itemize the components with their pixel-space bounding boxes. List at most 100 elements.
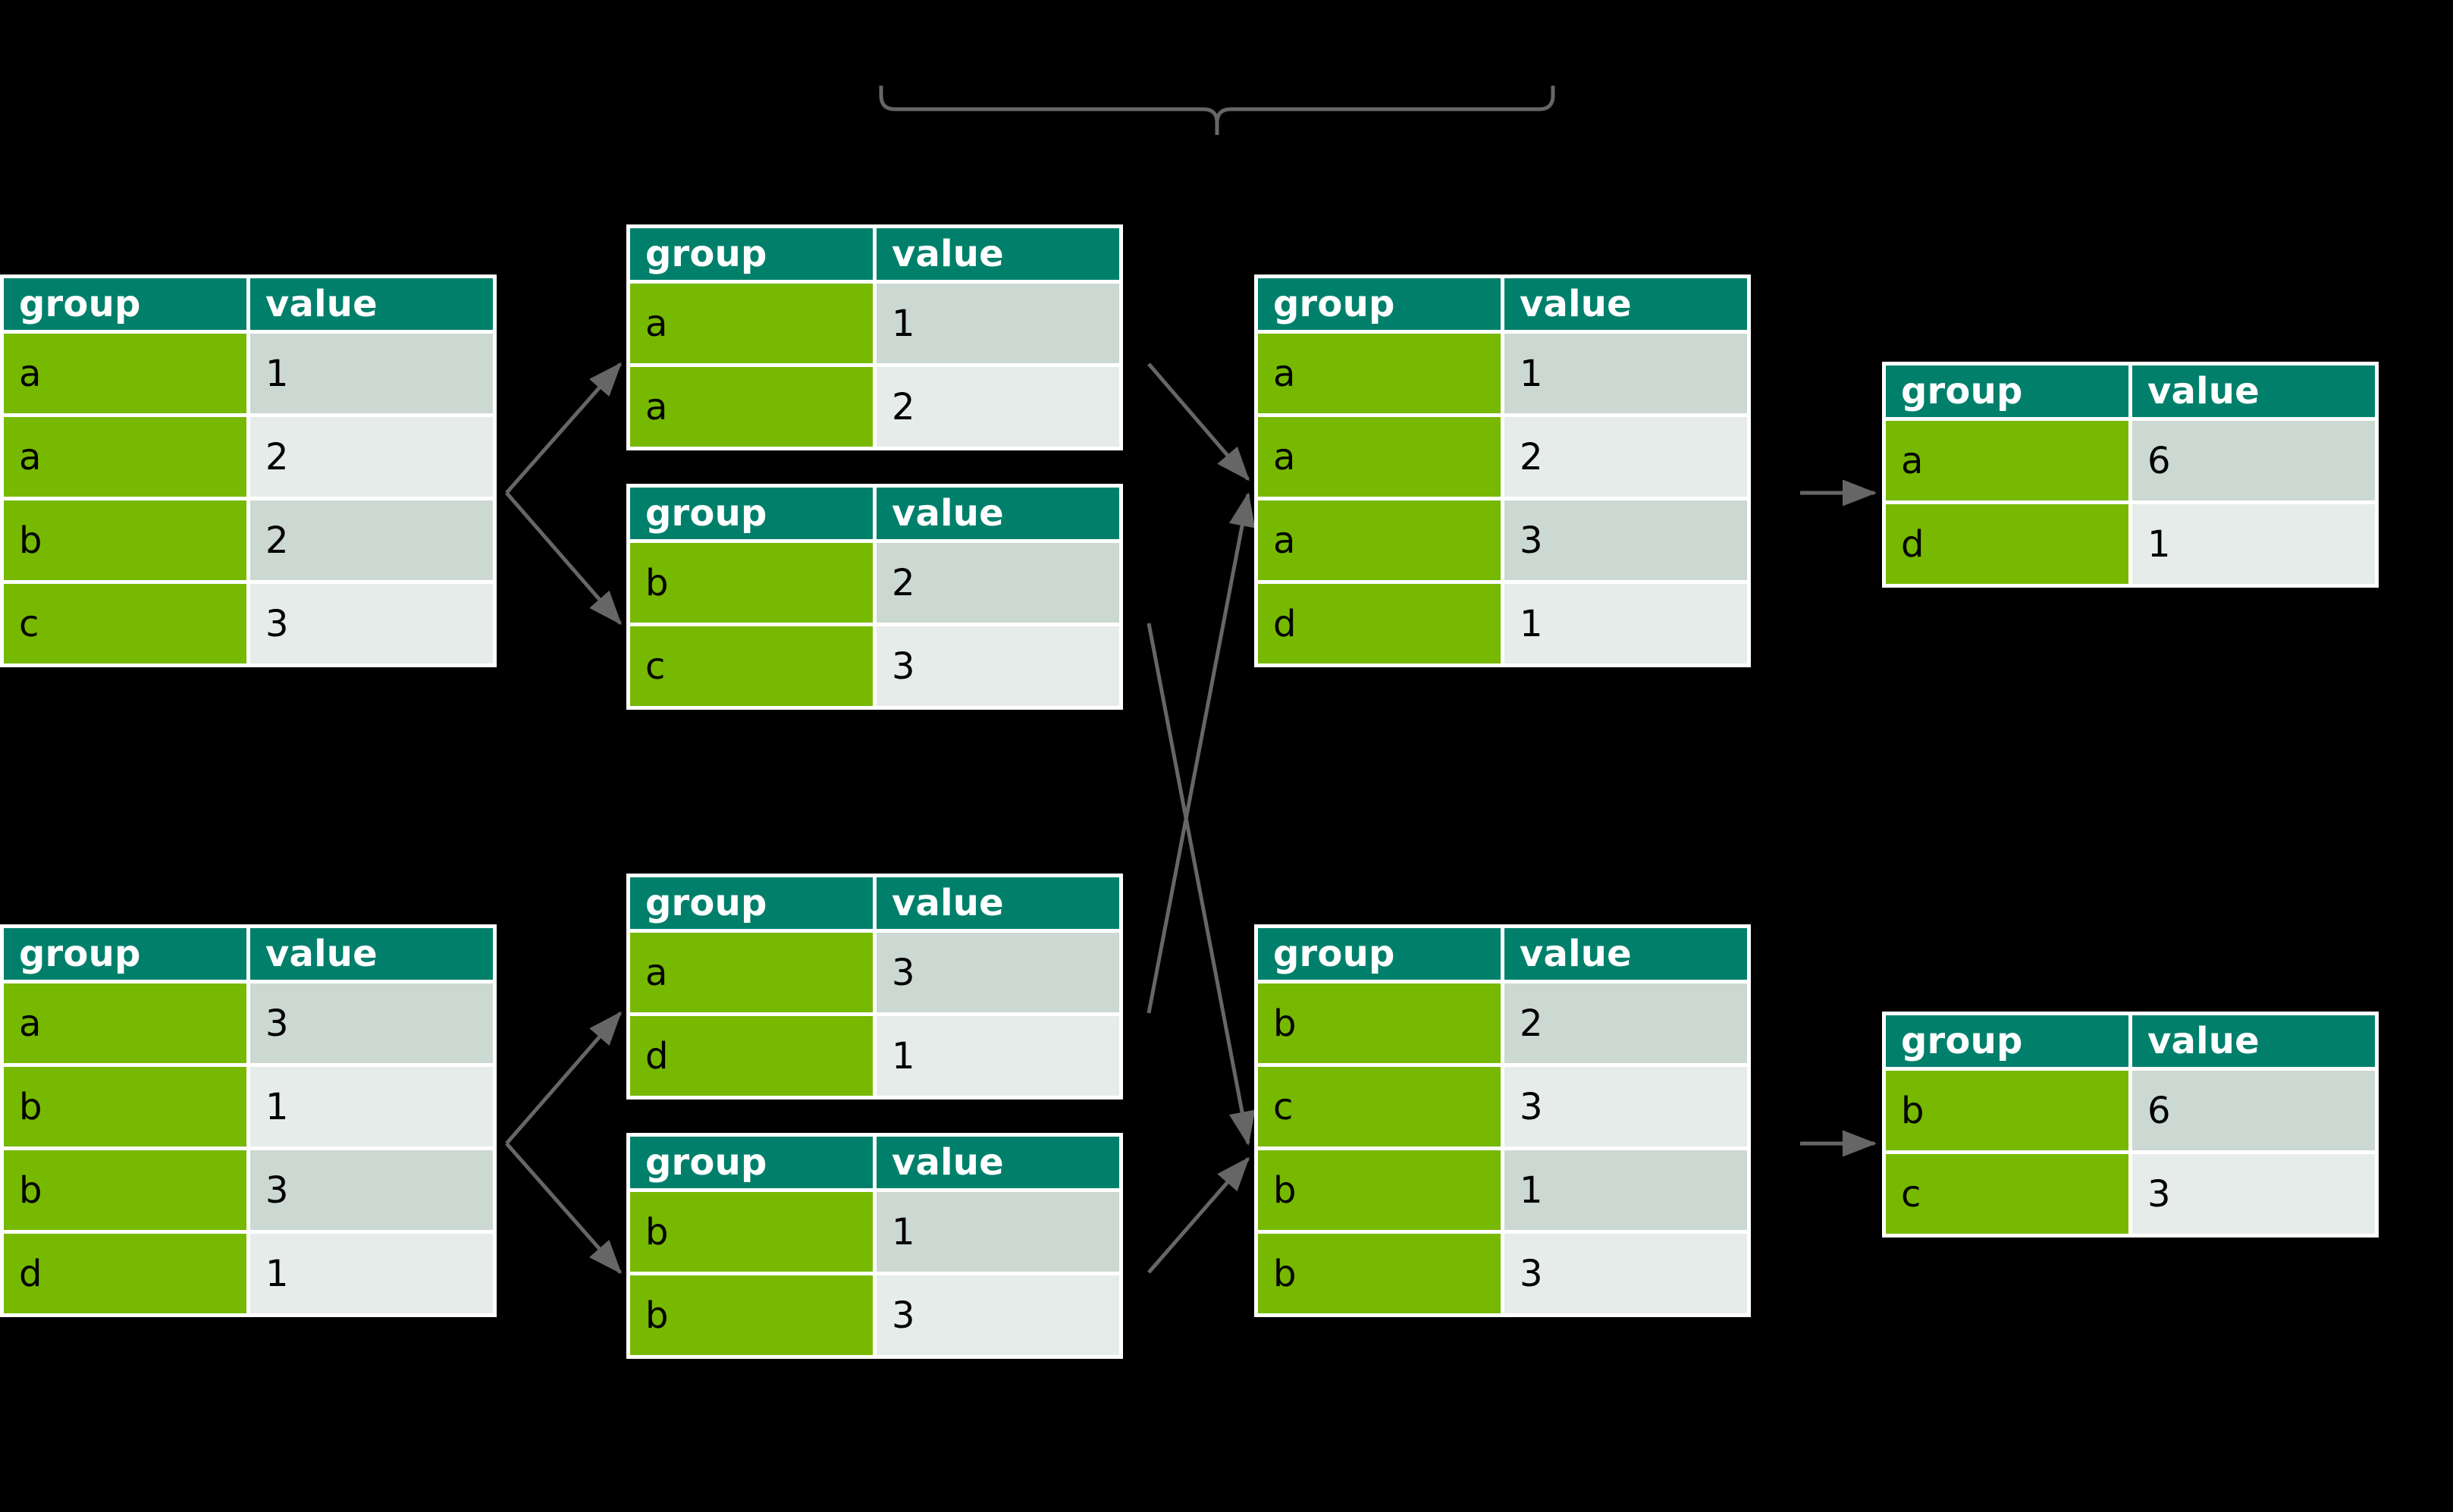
cell-group: b bbox=[630, 1192, 873, 1272]
column-header-group: group bbox=[1886, 1015, 2128, 1067]
column-header-value: value bbox=[877, 228, 1119, 280]
cell-group: c bbox=[1258, 1067, 1501, 1147]
cell-group: b bbox=[630, 1275, 873, 1355]
cell-value: 3 bbox=[2132, 1154, 2375, 1234]
cell-group: b bbox=[1258, 983, 1501, 1063]
cell-value: 1 bbox=[250, 1234, 493, 1313]
column-header-group: group bbox=[4, 928, 246, 980]
column-header-group: group bbox=[1258, 928, 1501, 980]
cell-group: d bbox=[1886, 504, 2128, 584]
cell-value: 3 bbox=[250, 983, 493, 1063]
arrow-split-bottom-ad-to-combine-a bbox=[1147, 492, 1256, 1014]
cell-value: 1 bbox=[2132, 504, 2375, 584]
cell-value: 2 bbox=[877, 367, 1119, 447]
cell-value: 3 bbox=[1504, 1234, 1747, 1313]
column-header-value: value bbox=[1504, 278, 1747, 330]
arrow-input-bottom-to-split-ad bbox=[505, 1011, 622, 1145]
cell-value: 2 bbox=[877, 543, 1119, 623]
cell-group: a bbox=[1258, 500, 1501, 580]
cell-value: 1 bbox=[250, 334, 493, 413]
cell-value: 1 bbox=[877, 284, 1119, 363]
cell-value: 3 bbox=[250, 1150, 493, 1230]
grouping-brace bbox=[879, 86, 1555, 135]
column-header-value: value bbox=[250, 928, 493, 980]
cell-value: 1 bbox=[1504, 1150, 1747, 1230]
cell-group: a bbox=[1886, 421, 2128, 500]
column-header-group: group bbox=[630, 877, 873, 929]
column-header-value: value bbox=[1504, 928, 1747, 980]
cell-group: d bbox=[1258, 584, 1501, 663]
column-header-value: value bbox=[2132, 365, 2375, 417]
arrow-input-bottom-to-split-bb bbox=[505, 1142, 622, 1275]
cell-group: b bbox=[1258, 1150, 1501, 1230]
column-header-group: group bbox=[4, 278, 246, 330]
cell-value: 1 bbox=[1504, 334, 1747, 413]
cell-group: a bbox=[630, 933, 873, 1012]
cell-value: 1 bbox=[877, 1016, 1119, 1096]
cell-group: a bbox=[1258, 417, 1501, 497]
cell-group: d bbox=[4, 1234, 246, 1313]
cell-value: 3 bbox=[1504, 500, 1747, 580]
cell-group: b bbox=[1886, 1071, 2128, 1150]
arrow-split-bottom-bb-to-combine-bc bbox=[1147, 1156, 1250, 1274]
column-header-value: value bbox=[877, 877, 1119, 929]
cell-group: c bbox=[630, 626, 873, 706]
column-header-group: group bbox=[630, 488, 873, 539]
cell-group: d bbox=[630, 1016, 873, 1096]
column-header-group: group bbox=[630, 1137, 873, 1188]
cell-group: b bbox=[4, 1150, 246, 1230]
cell-group: a bbox=[4, 417, 246, 497]
cell-group: b bbox=[1258, 1234, 1501, 1313]
column-header-value: value bbox=[877, 1137, 1119, 1188]
cell-value: 1 bbox=[877, 1192, 1119, 1272]
cell-value: 6 bbox=[2132, 421, 2375, 500]
arrow-split-top-bc-to-combine-bc bbox=[1147, 623, 1256, 1146]
cell-value: 6 bbox=[2132, 1071, 2375, 1150]
cell-value: 3 bbox=[877, 933, 1119, 1012]
column-header-value: value bbox=[877, 488, 1119, 539]
column-header-group: group bbox=[1258, 278, 1501, 330]
cell-group: a bbox=[4, 334, 246, 413]
cell-group: a bbox=[630, 367, 873, 447]
cell-value: 1 bbox=[250, 1067, 493, 1147]
